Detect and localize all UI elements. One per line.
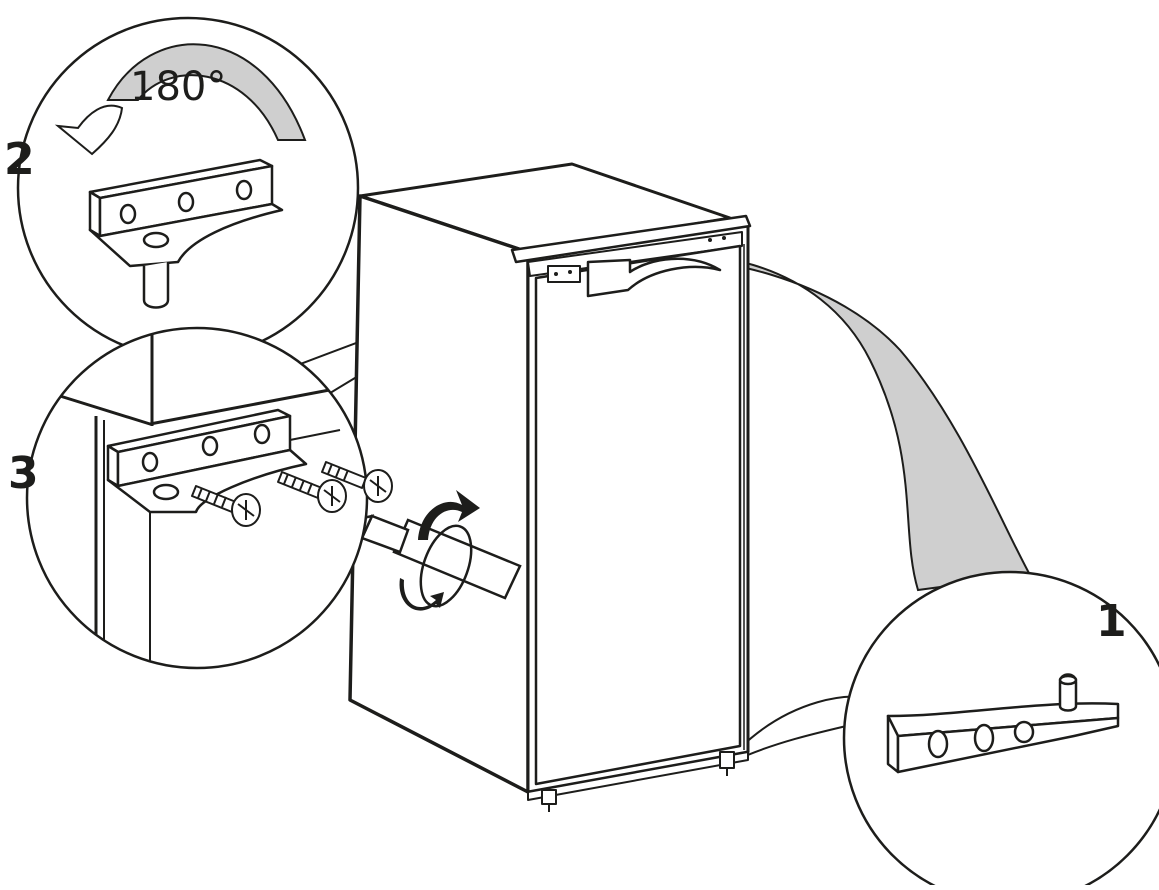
rotate-clockwise-icon	[399, 490, 480, 611]
rotation-angle-label: 180°	[130, 64, 226, 110]
hinge-bracket-rotated	[88, 158, 284, 309]
step-number-2: 2	[4, 134, 35, 185]
screw-2	[277, 471, 347, 513]
screw-3	[321, 461, 367, 489]
hinge-bracket-removed	[886, 673, 1120, 774]
detail-circle-3	[25, 326, 393, 670]
detail-circle-2: 180°	[16, 16, 360, 360]
screw-1	[191, 485, 261, 527]
fridge-cabinet	[348, 162, 752, 812]
screw-3-head	[363, 469, 393, 503]
step-number-1: 1	[1096, 596, 1127, 647]
detail-circle-1	[842, 570, 1159, 890]
hinge-bracket-mounted	[106, 408, 308, 514]
step-number-3: 3	[8, 448, 39, 499]
move-hinge-arrow	[586, 257, 722, 298]
